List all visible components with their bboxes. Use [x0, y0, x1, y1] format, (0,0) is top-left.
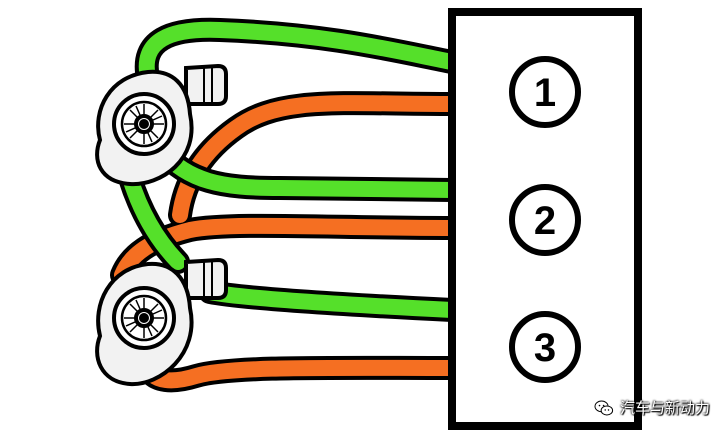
wechat-icon — [594, 400, 614, 415]
intake-crossover-pipe — [122, 170, 186, 270]
watermark-text: 汽车与新动力 — [619, 399, 710, 417]
upper-turbocharger — [95, 63, 228, 187]
intake-pipes — [118, 17, 464, 322]
cylinder-3-label: 3 — [534, 326, 556, 370]
intake-pipe-cyl1 — [138, 21, 460, 86]
cylinder-1-label: 1 — [534, 71, 556, 115]
cylinder-3: 3 — [509, 311, 581, 383]
watermark: 汽车与新动力 — [594, 397, 710, 418]
exhaust-pipe-cyl3 — [142, 359, 460, 389]
cylinder-2-label: 2 — [534, 199, 556, 243]
exhaust-pipe-cyl2 — [114, 217, 460, 283]
lower-turbocharger — [95, 257, 228, 387]
cylinder-1: 1 — [509, 56, 581, 128]
cylinder-2: 2 — [509, 184, 581, 256]
